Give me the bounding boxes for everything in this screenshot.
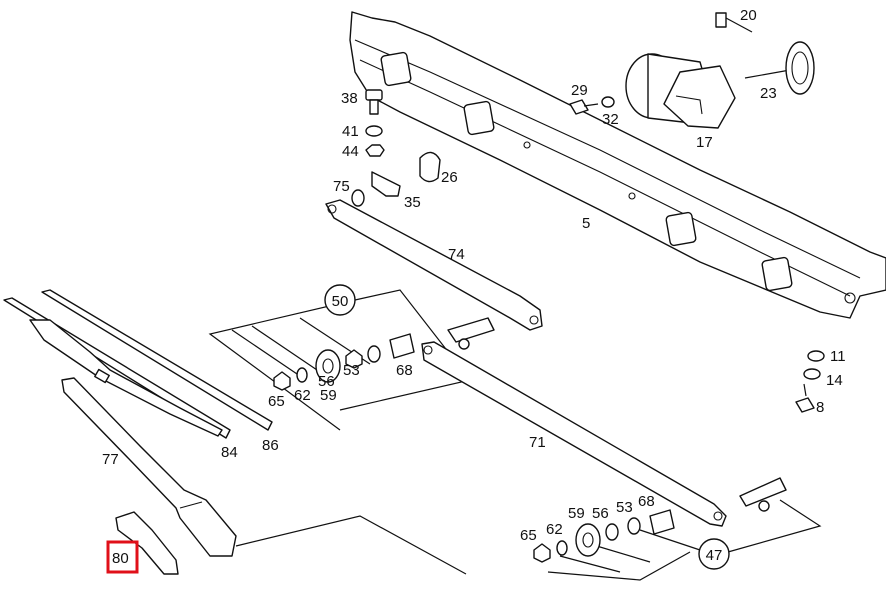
nut-44[interactable]: [365, 144, 385, 157]
label-38: 38: [341, 90, 358, 107]
kit-47-parts[interactable]: [533, 509, 675, 563]
label-41: 41: [342, 123, 359, 140]
label-59-lower: 59: [568, 505, 585, 522]
kit-47-outline: [547, 499, 822, 581]
label-47: 47: [706, 547, 723, 564]
washer-11[interactable]: [807, 350, 825, 362]
cap-26[interactable]: [419, 151, 441, 183]
bracket-35[interactable]: [371, 171, 401, 197]
label-23: 23: [760, 85, 777, 102]
wiper-arm-77[interactable]: [61, 377, 237, 557]
bushing-75[interactable]: [351, 189, 365, 207]
label-74: 74: [448, 246, 465, 263]
label-35: 35: [404, 194, 421, 211]
highlight-box-80: [106, 540, 139, 574]
label-65-upper: 65: [268, 393, 285, 410]
label-56-lower: 56: [592, 505, 609, 522]
label-56-upper: 56: [318, 373, 335, 390]
wiper-blade-86[interactable]: [41, 289, 273, 431]
part-labels: 5 8 11 14 17 20 23 26 29 32 35 38 41 44 …: [102, 7, 846, 567]
label-84: 84: [221, 444, 238, 461]
link-rod-71[interactable]: [421, 341, 727, 527]
wiper-motor[interactable]: [625, 53, 736, 129]
group-47-marker[interactable]: 47: [698, 538, 730, 570]
group-50-marker[interactable]: 50: [324, 284, 356, 316]
label-68-lower: 68: [638, 493, 655, 510]
label-14: 14: [826, 372, 843, 389]
label-75: 75: [333, 178, 350, 195]
label-29: 29: [571, 82, 588, 99]
label-86: 86: [262, 437, 279, 454]
label-50: 50: [332, 293, 349, 310]
clip-part[interactable]: [715, 12, 753, 33]
wiper-frame-crossmember[interactable]: [349, 11, 886, 319]
label-53-lower: 53: [616, 499, 633, 516]
label-20: 20: [740, 7, 757, 24]
bolt-38[interactable]: [365, 89, 383, 115]
label-17: 17: [696, 134, 713, 151]
link-rod-74[interactable]: [325, 199, 543, 331]
pivot-pin-lower[interactable]: [739, 477, 787, 512]
label-11: 11: [830, 348, 846, 365]
label-5: 5: [582, 215, 590, 232]
label-62-lower: 62: [546, 521, 563, 538]
label-8: 8: [816, 399, 824, 416]
washer-41[interactable]: [365, 125, 383, 137]
label-62-upper: 62: [294, 387, 311, 404]
kit-50-parts[interactable]: [273, 333, 415, 391]
leader-line-47: [235, 515, 467, 575]
label-65-lower: 65: [520, 527, 537, 544]
washer-14[interactable]: [803, 368, 821, 380]
label-53-upper: 53: [343, 362, 360, 379]
wiper-blade-84[interactable]: [3, 297, 231, 439]
pivot-pin-upper[interactable]: [447, 317, 495, 350]
label-68-upper: 68: [396, 362, 413, 379]
label-80: 80: [112, 550, 129, 567]
label-26: 26: [441, 169, 458, 186]
bolt-29[interactable]: [569, 99, 599, 115]
label-71: 71: [529, 434, 546, 451]
label-32: 32: [602, 111, 619, 128]
label-77: 77: [102, 451, 119, 468]
washer-32[interactable]: [601, 96, 615, 108]
drive-gear[interactable]: [744, 41, 815, 95]
label-59-upper: 59: [320, 387, 337, 404]
cover-cap-80[interactable]: [115, 511, 179, 575]
label-44: 44: [342, 143, 359, 160]
bolt-8[interactable]: [795, 383, 815, 413]
